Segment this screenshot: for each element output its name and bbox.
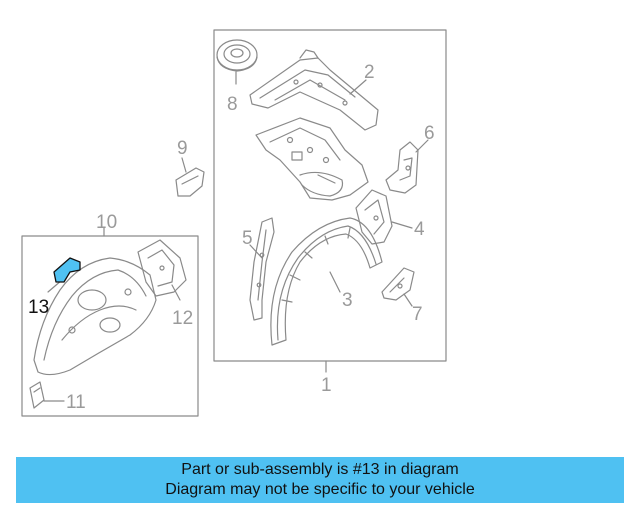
quarter-inner-panel[interactable] — [255, 117, 369, 201]
callout-9: 9 — [177, 138, 188, 159]
part-11-plate[interactable] — [29, 381, 45, 409]
sub-assembly-frame — [21, 235, 199, 417]
callout-7: 7 — [412, 304, 423, 325]
parts-diagram: 1 2 3 4 5 6 7 8 9 10 11 12 13 — [21, 29, 447, 417]
part-8-cap[interactable] — [216, 39, 258, 72]
part-5-pillar[interactable] — [249, 217, 275, 321]
part-7-bracket[interactable] — [381, 267, 415, 301]
part-9-clip[interactable] — [175, 167, 205, 197]
callout-1: 1 — [321, 375, 332, 396]
banner-line-1: Part or sub-assembly is #13 in diagram — [181, 461, 459, 478]
banner-line-2: Diagram may not be specific to your vehi… — [165, 481, 475, 498]
part-13-highlighted[interactable] — [53, 257, 81, 283]
sub-assembly-wheelhouse[interactable] — [33, 257, 157, 376]
leader-lines — [43, 71, 429, 402]
callout-4: 4 — [414, 219, 425, 240]
callout-8: 8 — [227, 94, 238, 115]
part-4-reinforcement[interactable] — [355, 189, 393, 245]
info-banner: Part or sub-assembly is #13 in diagram D… — [16, 457, 624, 503]
callout-11: 11 — [66, 392, 86, 413]
callout-2: 2 — [364, 62, 375, 83]
part-3-wheelhouse[interactable] — [270, 217, 383, 346]
callout-5: 5 — [242, 228, 253, 249]
callout-6: 6 — [424, 123, 435, 144]
callout-10: 10 — [96, 212, 117, 233]
main-assembly-frame — [213, 29, 447, 362]
callout-3: 3 — [342, 290, 353, 311]
part-6-bracket[interactable] — [385, 141, 419, 194]
part-2-rail[interactable] — [249, 49, 379, 131]
part-12-panel[interactable] — [137, 239, 187, 297]
callout-12: 12 — [172, 308, 193, 329]
callout-13: 13 — [28, 297, 49, 318]
